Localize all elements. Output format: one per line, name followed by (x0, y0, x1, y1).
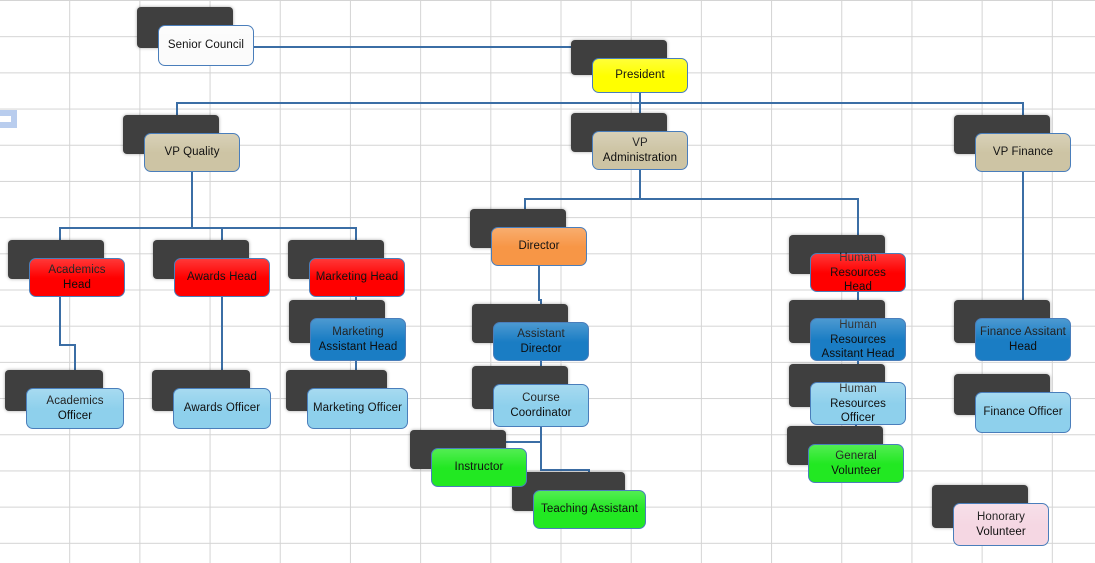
org-node-course_coordinator[interactable]: Course Coordinator (493, 384, 589, 427)
org-node-label: President (615, 69, 665, 82)
org-node-label: Awards Officer (183, 402, 261, 415)
org-node-label: VP Finance (992, 146, 1054, 159)
org-node-label: Academics Officer (46, 395, 104, 422)
org-node-label: Marketing Officer (312, 402, 403, 415)
org-node-awards_officer[interactable]: Awards Officer (173, 388, 271, 429)
org-node-vp_finance[interactable]: VP Finance (975, 133, 1071, 172)
org-node-label: Marketing Head (315, 271, 399, 284)
connector-line (254, 46, 593, 58)
org-node-label: Assistant Director (517, 328, 565, 355)
org-node-label: Instructor (454, 461, 504, 474)
org-node-label: Human Resources Head (830, 252, 886, 293)
org-node-finance_asst_head[interactable]: Finance Assitant Head (975, 318, 1071, 361)
org-node-label: General Volunteer (831, 450, 881, 477)
org-node-director[interactable]: Director (491, 227, 587, 266)
org-node-marketing_officer[interactable]: Marketing Officer (307, 388, 408, 429)
org-node-president[interactable]: President (592, 58, 688, 93)
org-node-label: Academics Head (48, 264, 106, 291)
org-node-label: Human Resources Officer (830, 383, 886, 424)
org-node-finance_officer[interactable]: Finance Officer (975, 392, 1071, 433)
org-node-hr_asst_head[interactable]: Human Resources Assitant Head (810, 318, 906, 361)
org-node-label: VP Administration (602, 137, 678, 164)
org-node-senior_council[interactable]: Senior Council (158, 25, 254, 66)
org-node-instructor[interactable]: Instructor (431, 448, 527, 487)
org-node-label: Teaching Assistant (540, 503, 639, 516)
org-node-label: Awards Head (187, 271, 257, 284)
org-node-academics_officer[interactable]: Academics Officer (26, 388, 124, 429)
org-node-marketing_asst[interactable]: Marketing Assistant Head (310, 318, 406, 361)
org-node-hr_officer[interactable]: Human Resources Officer (810, 382, 906, 425)
org-node-label: VP Quality (164, 146, 220, 159)
org-node-marketing_head[interactable]: Marketing Head (309, 258, 405, 297)
org-node-label: Senior Council (167, 39, 245, 52)
org-node-label: Human Resources Assitant Head (821, 319, 895, 360)
org-node-label: Course Coordinator (510, 392, 572, 419)
org-node-label: Marketing Assistant Head (318, 326, 398, 353)
org-node-label: Finance Officer (983, 406, 1063, 419)
org-node-academics_head[interactable]: Academics Head (29, 258, 125, 297)
org-node-label: Honorary Volunteer (976, 511, 1026, 538)
org-node-honorary_volunteer[interactable]: Honorary Volunteer (953, 503, 1049, 546)
org-node-hr_head[interactable]: Human Resources Head (810, 252, 906, 293)
org-node-label: Finance Assitant Head (980, 326, 1066, 353)
org-node-vp_administration[interactable]: VP Administration (592, 131, 688, 170)
org-node-teaching_assistant[interactable]: Teaching Assistant (533, 490, 646, 529)
org-node-assistant_director[interactable]: Assistant Director (493, 322, 589, 361)
org-node-general_volunteer[interactable]: General Volunteer (808, 444, 904, 483)
org-node-label: Director (518, 240, 560, 253)
org-node-vp_quality[interactable]: VP Quality (144, 133, 240, 172)
org-node-awards_head[interactable]: Awards Head (174, 258, 270, 297)
